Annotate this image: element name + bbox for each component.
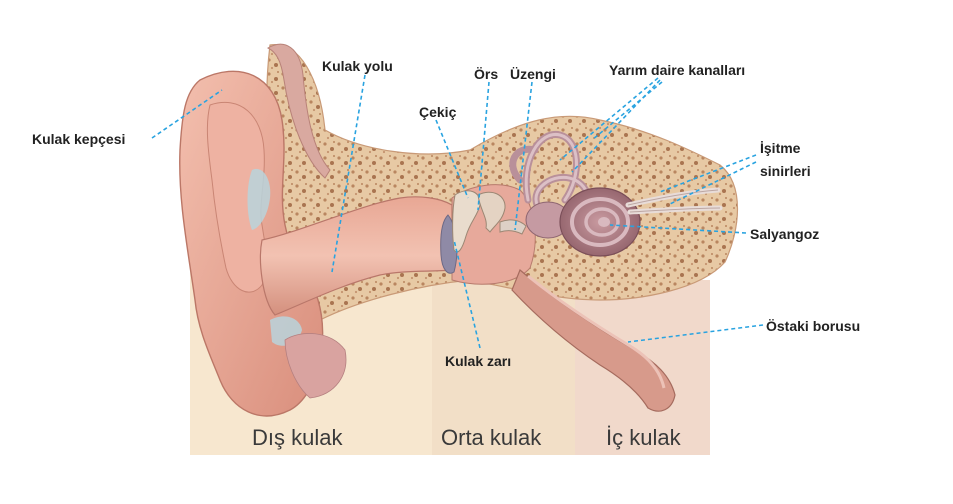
leader-kulak-yolu (331, 74, 366, 273)
leader-cekic (435, 119, 469, 199)
label-ors: Örs (474, 66, 499, 82)
lobe-muscle (284, 333, 347, 399)
label-kulak-zari: Kulak zarı (445, 353, 512, 369)
label-isitme-sinirleri-2: sinirleri (760, 163, 811, 179)
label-uzengi: Üzengi (510, 66, 556, 82)
label-kulak-yolu: Kulak yolu (322, 58, 393, 74)
leader-yarim-daire-2 (571, 79, 661, 173)
skin-layer (266, 43, 331, 179)
cochlea-shape (559, 187, 641, 257)
label-salyangoz: Salyangoz (750, 226, 820, 242)
leader-kulak-zari (453, 239, 481, 349)
leader-salyangoz (609, 224, 747, 234)
label-cekic: Çekiç (419, 104, 457, 120)
zone-dis-kulak: Dış kulak (252, 425, 343, 450)
label-isitme-sinirleri-1: İşitme (760, 140, 801, 156)
cartilage-upper (247, 168, 271, 230)
zone-ic-kulak: İç kulak (606, 425, 681, 450)
zone-orta-kulak: Orta kulak (441, 425, 542, 450)
leader-ostaki (627, 324, 764, 343)
stapes-bone (499, 219, 527, 235)
leader-uzengi (514, 81, 533, 231)
leader-isitme-2 (667, 161, 757, 206)
label-ostaki-borusu: Östaki borusu (766, 318, 861, 334)
leader-yarim-daire-1 (559, 77, 659, 161)
label-yarim-daire: Yarım daire kanalları (609, 62, 746, 78)
leader-kulak-kepcesi (151, 89, 223, 139)
leader-yarim-daire-3 (591, 81, 663, 141)
label-kulak-kepcesi: Kulak kepçesi (32, 131, 126, 147)
pinna-fold (206, 101, 268, 293)
ear-canal (259, 196, 453, 316)
leader-isitme-1 (659, 154, 757, 193)
leader-ors (477, 81, 490, 211)
incus-bone (477, 191, 506, 233)
